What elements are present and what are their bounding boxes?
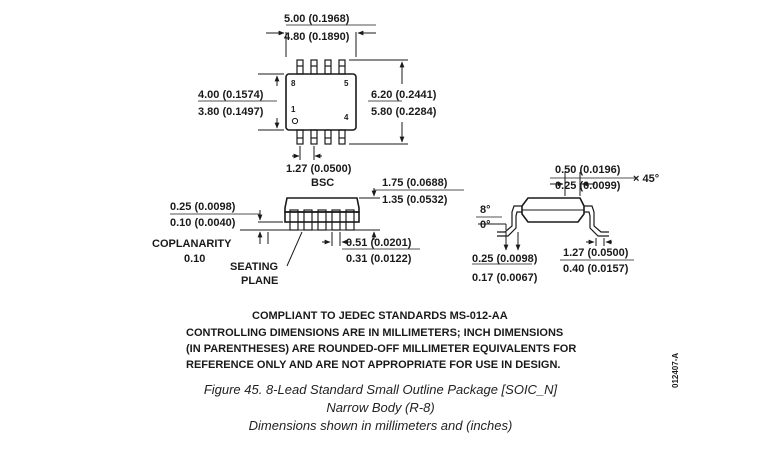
top-view <box>198 24 408 160</box>
side-leads <box>289 209 355 231</box>
figure-code-text: 012407-A <box>671 353 680 388</box>
side-view <box>170 188 464 267</box>
dim-width-min: 4.80 (0.1890) <box>284 31 350 43</box>
controlling-dims-note-3: REFERENCE ONLY AND ARE NOT APPROPRIATE F… <box>186 359 561 371</box>
dim-width-max: 5.00 (0.1968) <box>284 13 350 25</box>
dim-angle-min: 0° <box>480 219 491 231</box>
seating-plane-label-1: SEATING <box>230 261 278 273</box>
seating-plane-label-2: PLANE <box>241 275 278 287</box>
pin-label-8: 8 <box>291 79 296 88</box>
figure-caption-units: Dimensions shown in millimeters and (inc… <box>248 418 513 433</box>
coplanarity-label: COPLANARITY <box>152 238 232 250</box>
figure-code: 012407-A <box>671 353 680 388</box>
dim-height-max: 1.75 (0.0688) <box>382 177 448 189</box>
bottom-leads <box>296 129 346 145</box>
pin1-marker <box>291 117 299 125</box>
controlling-dims-note-2: (IN PARENTHESES) ARE ROUNDED-OFF MILLIME… <box>186 343 577 355</box>
end-view <box>472 172 636 265</box>
dim-span-min: 5.80 (0.2284) <box>371 106 437 118</box>
dim-thickness-min: 0.17 (0.0067) <box>472 272 538 284</box>
figure-caption-subtitle: Narrow Body (R-8) <box>326 400 435 415</box>
pin-label-5: 5 <box>344 79 349 88</box>
pin-label-1: 1 <box>291 105 296 114</box>
jedec-note: COMPLIANT TO JEDEC STANDARDS MS-012-AA <box>252 310 508 322</box>
dim-pitch: 1.27 (0.0500) <box>286 163 352 175</box>
dim-lead-width-min: 0.31 (0.0122) <box>346 253 412 265</box>
end-lead-right <box>584 205 609 237</box>
dim-chamfer-min: 0.25 (0.0099) <box>555 180 621 192</box>
dim-body-min: 3.80 (0.1497) <box>198 106 264 118</box>
package-body-end <box>521 197 585 223</box>
dim-chamfer-max: 0.50 (0.0196) <box>555 164 621 176</box>
coplanarity-value: 0.10 <box>184 253 205 265</box>
top-leads <box>296 59 346 75</box>
dim-pitch-note: BSC <box>311 177 334 189</box>
dim-standoff-max: 0.25 (0.0098) <box>170 201 236 213</box>
dim-foot-min: 0.40 (0.0157) <box>563 263 629 275</box>
controlling-dims-note-1: CONTROLLING DIMENSIONS ARE IN MILLIMETER… <box>186 327 564 339</box>
dim-lead-width-max: 0.51 (0.0201) <box>346 237 412 249</box>
dim-chamfer-angle: × 45° <box>633 173 659 185</box>
dim-angle-max: 8° <box>480 204 491 216</box>
package-body-top <box>285 73 357 131</box>
figure-caption-title: Figure 45. 8-Lead Standard Small Outline… <box>203 382 558 397</box>
dim-standoff-min: 0.10 (0.0040) <box>170 217 236 229</box>
dim-body-max: 4.00 (0.1574) <box>198 89 264 101</box>
dim-foot-max: 1.27 (0.0500) <box>563 247 629 259</box>
dim-thickness-max: 0.25 (0.0098) <box>472 253 538 265</box>
pin-label-4: 4 <box>344 113 349 122</box>
end-lead-left <box>497 205 522 237</box>
dim-span-max: 6.20 (0.2441) <box>371 89 437 101</box>
dim-height-min: 1.35 (0.0532) <box>382 194 448 206</box>
